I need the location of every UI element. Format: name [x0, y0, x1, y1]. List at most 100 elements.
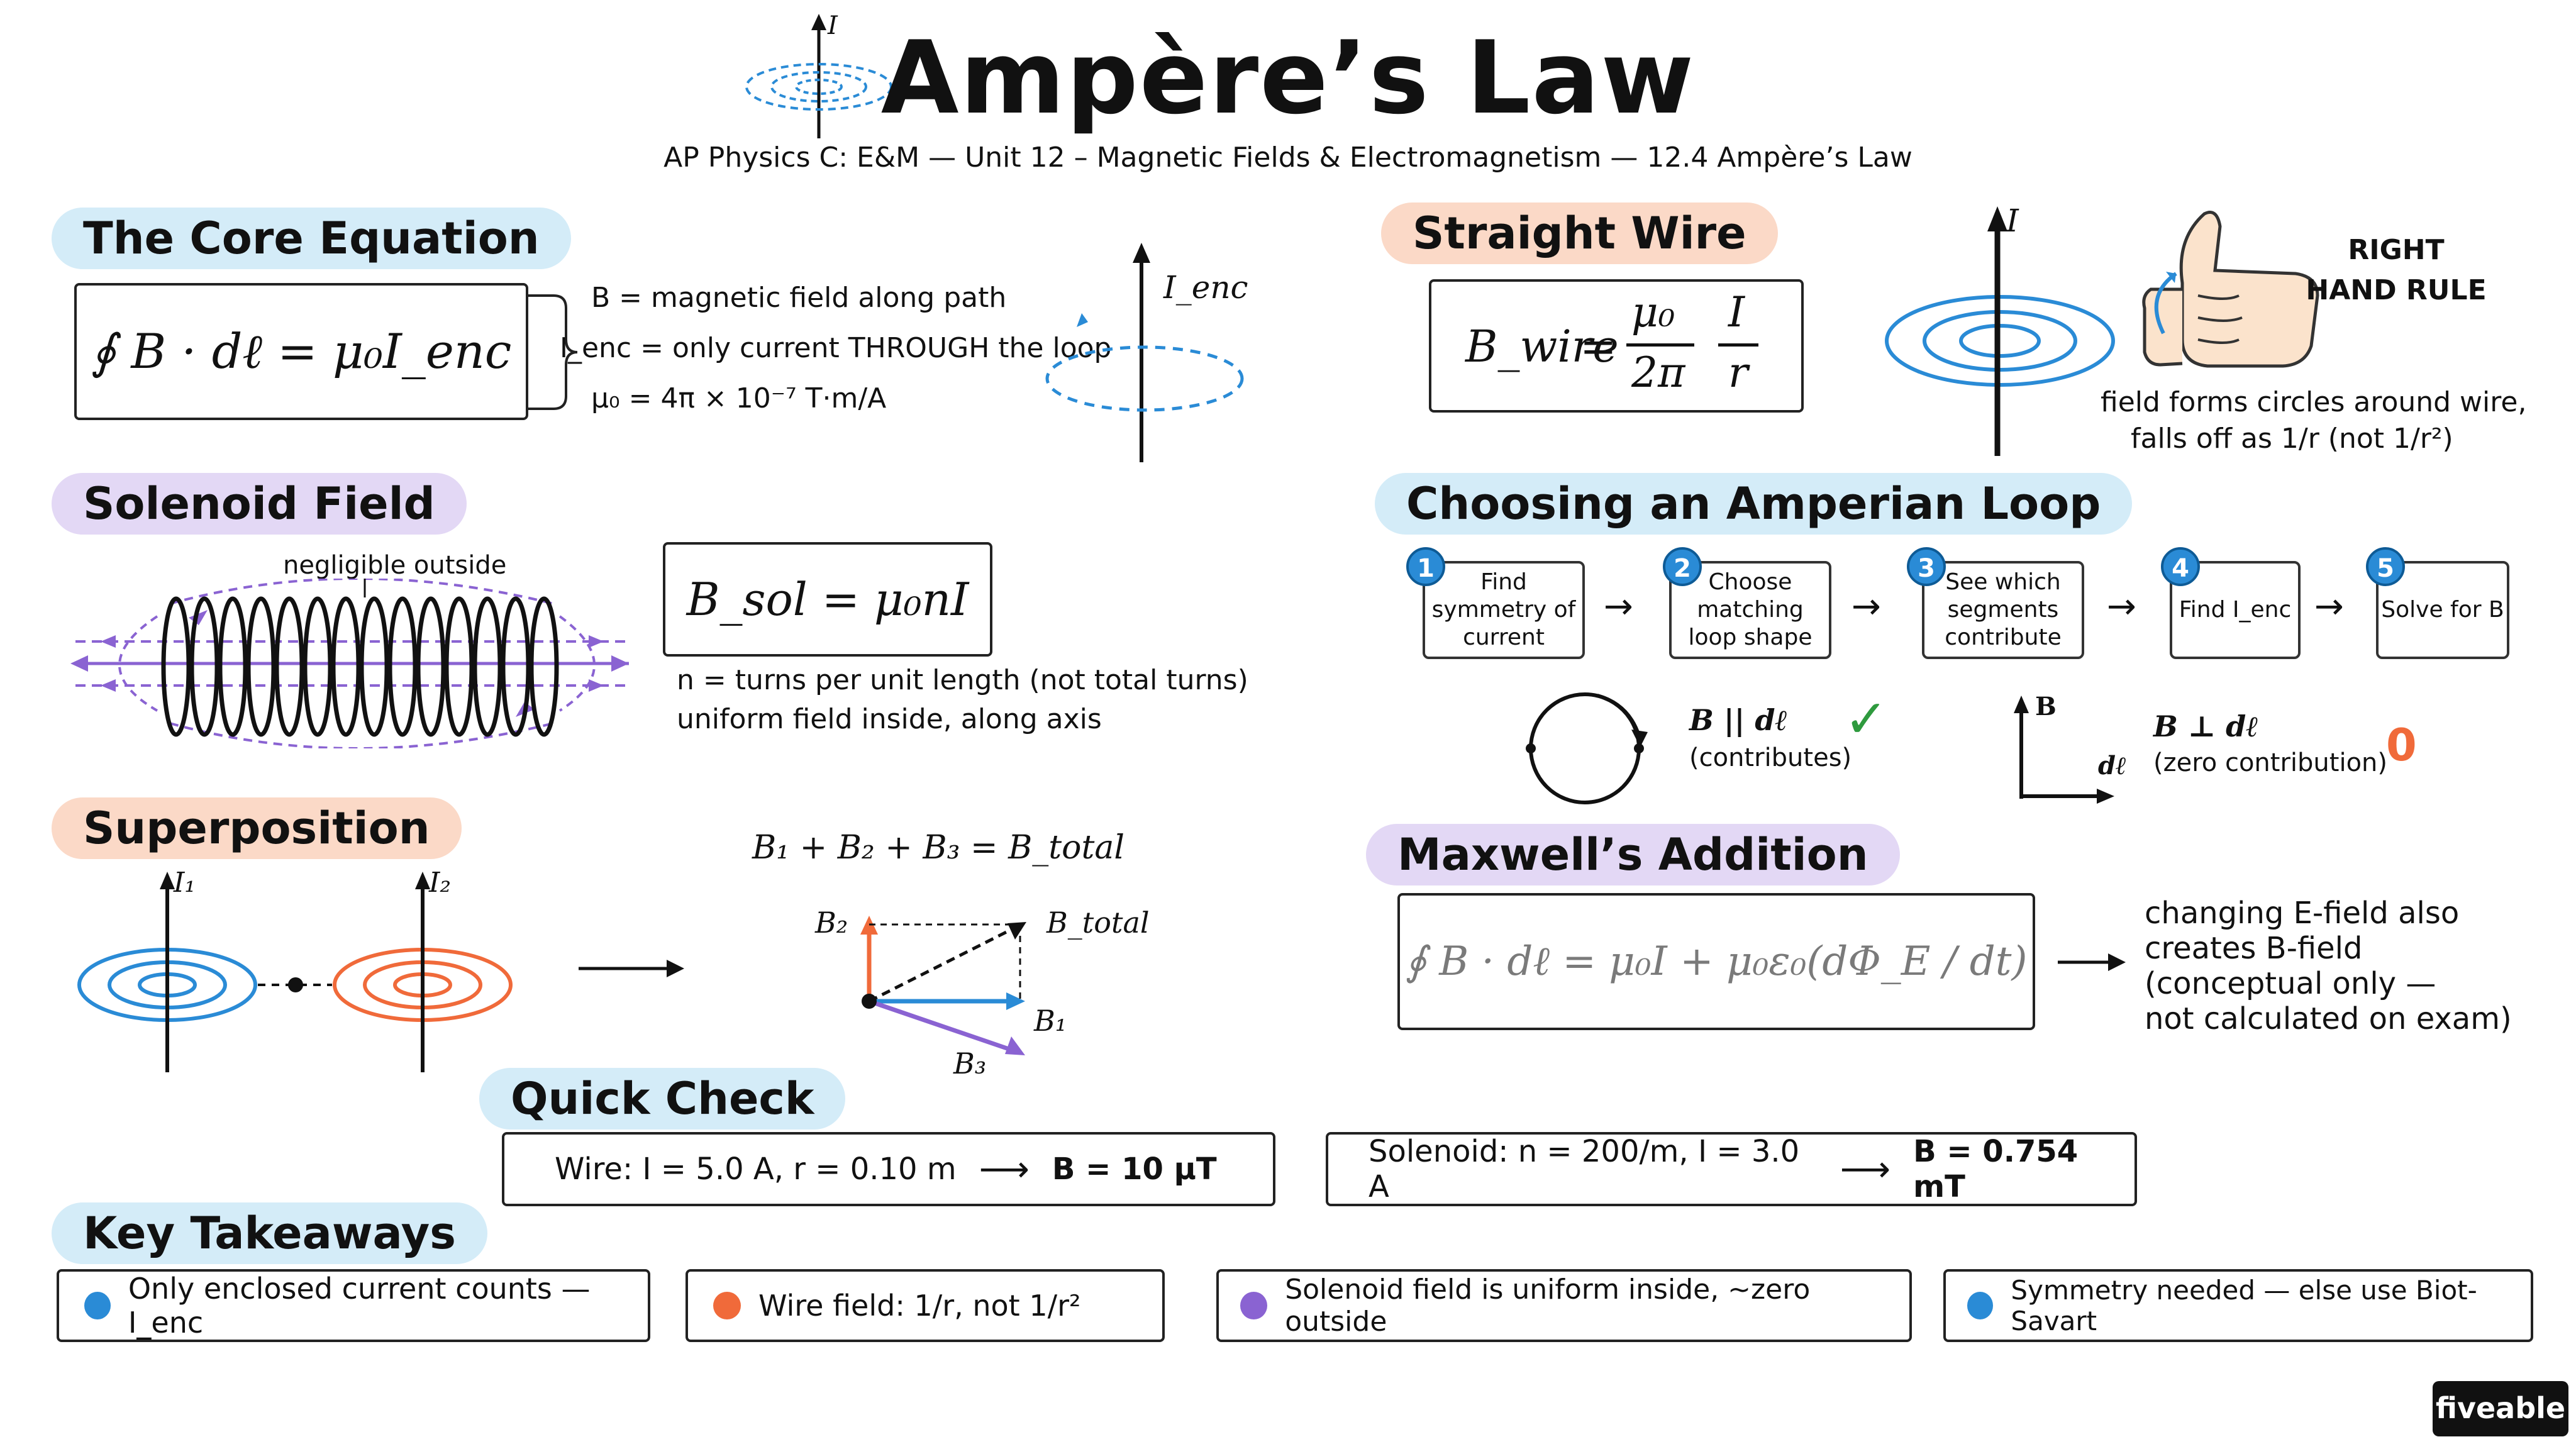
- loop-step-2-number: 2: [1663, 547, 1702, 586]
- perp-axis-b-label: B: [2035, 692, 2057, 721]
- vector-sum-diagram: [860, 916, 1026, 1055]
- solenoid-equation: B_sol = μ₀nI: [686, 573, 969, 626]
- superposition-heading: Superposition: [52, 797, 462, 859]
- vector-total-label: B_total: [1046, 906, 1150, 940]
- fiveable-logo: fiveable: [2433, 1381, 2568, 1436]
- takeaway-bullet-1: [84, 1292, 111, 1319]
- takeaway-bullet-2: [713, 1292, 741, 1319]
- maxwell-note-line4: not calculated on exam): [2145, 1001, 2512, 1036]
- vector-b2-label: B₂: [815, 906, 848, 940]
- wire-den1: 2π: [1631, 348, 1685, 397]
- wire-equals: =: [1580, 321, 1617, 372]
- page-subtitle: AP Physics C: E&M — Unit 12 – Magnetic F…: [663, 142, 1913, 174]
- superposition-equation: B₁ + B₂ + B₃ = B_total: [752, 829, 1125, 867]
- core-def-b: B = magnetic field along path: [591, 282, 1007, 314]
- wire-equation-box: B_wire = μ₀ 2π I r: [1429, 279, 1804, 413]
- zero-contribution-mark: 0: [2386, 719, 2417, 771]
- superposition-i1-label: I₁: [174, 867, 196, 899]
- quick-check-wire-given: Wire: I = 5.0 A, r = 0.10 m: [555, 1152, 957, 1187]
- perp-note: (zero contribution): [2153, 748, 2387, 777]
- thumbs-up-icon: [2142, 211, 2319, 368]
- maxwell-note-line3: (conceptual only —: [2145, 966, 2436, 1001]
- maxwell-equation-box: ∮ B · dℓ = μ₀I + μ₀ε₀(dΦ_E / dt): [1397, 893, 2035, 1030]
- ienc-loop-diagram: [1045, 243, 1244, 462]
- wire-field-diagram: [1885, 206, 2115, 456]
- takeaway-bullet-4: [1967, 1292, 1994, 1319]
- vector-b1-label: B₁: [1034, 1004, 1067, 1038]
- maxwell-note-line2: creates B-field: [2145, 931, 2363, 966]
- takeaway-item-4: Symmetry needed — else use Biot-Savart: [1943, 1269, 2533, 1342]
- ienc-diagram-label: I_enc: [1163, 269, 1248, 306]
- loop-step-1-number: 1: [1406, 547, 1445, 586]
- quick-check-wire: Wire: I = 5.0 A, r = 0.10 m ⟶ B = 10 μT: [502, 1132, 1275, 1206]
- takeaway-item-3: Solenoid field is uniform inside, ~zero …: [1216, 1269, 1912, 1342]
- takeaway-text-4: Symmetry needed — else use Biot-Savart: [2011, 1275, 2477, 1336]
- page-title: Ampère’s Law: [880, 19, 1696, 136]
- parallel-note: (contributes): [1689, 743, 1852, 772]
- wire-diagram-label: I: [2006, 203, 2019, 239]
- loop-arrow-1: →: [1604, 586, 1633, 627]
- maxwell-heading: Maxwell’s Addition: [1366, 824, 1900, 886]
- solenoid-equation-box: B_sol = μ₀nI: [663, 542, 992, 657]
- solenoid-outside-label: negligible outside: [283, 551, 507, 580]
- check-mark-icon: ✓: [1844, 688, 1889, 750]
- loop-step-5-number: 5: [2366, 547, 2405, 586]
- wire-num2: I: [1728, 288, 1745, 336]
- core-def-ienc: I_enc = only current THROUGH the loop: [560, 332, 1112, 364]
- wire-note-line1: field forms circles around wire,: [2101, 386, 2527, 418]
- ampere-header-icon: [745, 14, 892, 138]
- superposition-wires-diagram: [77, 872, 513, 1072]
- solenoid-note-line2: uniform field inside, along axis: [677, 703, 1102, 735]
- maxwell-note-line1: changing E-field also: [2145, 896, 2460, 931]
- takeaways-heading: Key Takeaways: [52, 1202, 487, 1264]
- takeaway-bullet-3: [1240, 1292, 1268, 1319]
- loop-step-3-number: 3: [1907, 547, 1946, 586]
- wire-note-line2: falls off as 1/r (not 1/r²): [2131, 423, 2453, 455]
- quick-check-wire-result: B = 10 μT: [1052, 1152, 1217, 1187]
- loop-step-1: Find symmetry of current: [1423, 561, 1585, 659]
- quick-check-solenoid-given: Solenoid: n = 200/m, I = 3.0 A: [1368, 1134, 1800, 1204]
- takeaway-item-2: Wire field: 1/r, not 1/r²: [686, 1269, 1165, 1342]
- parallel-label: B || dℓ: [1689, 703, 1788, 737]
- core-equation: ∮ B · dℓ = μ₀I_enc: [91, 323, 512, 379]
- maxwell-arrow: [2058, 953, 2126, 971]
- perpendicular-axes-diagram: [2014, 696, 2114, 804]
- takeaway-text-2: Wire field: 1/r, not 1/r²: [758, 1289, 1081, 1323]
- core-brace: [528, 294, 578, 410]
- perp-label: B ⊥ dℓ: [2153, 709, 2258, 743]
- maxwell-equation: ∮ B · dℓ = μ₀I + μ₀ε₀(dΦ_E / dt): [1405, 938, 2028, 985]
- wire-frac-bar2: [1718, 343, 1758, 347]
- superposition-i2-label: I₂: [429, 867, 452, 899]
- quick-check-solenoid-result: B = 0.754 mT: [1913, 1134, 2079, 1204]
- quick-check-heading: Quick Check: [479, 1068, 846, 1130]
- takeaway-text-1: Only enclosed current counts — I_enc: [128, 1272, 591, 1340]
- loop-step-4-number: 4: [2161, 547, 2200, 586]
- quick-check-wire-arrow: ⟶: [979, 1148, 1030, 1190]
- parallel-loop-diagram: [1526, 692, 1648, 804]
- rhr-label: RIGHT HAND RULE: [2306, 234, 2487, 306]
- loop-heading: Choosing an Amperian Loop: [1375, 473, 2133, 535]
- quick-check-solenoid: Solenoid: n = 200/m, I = 3.0 A ⟶ B = 0.7…: [1326, 1132, 2137, 1206]
- solenoid-heading: Solenoid Field: [52, 473, 467, 535]
- solenoid-diagram: [70, 579, 629, 748]
- core-def-mu: μ₀ = 4π × 10⁻⁷ T·m/A: [591, 382, 887, 414]
- wire-den2: r: [1728, 348, 1748, 397]
- wire-frac-bar1: [1626, 343, 1694, 347]
- core-equation-box: ∮ B · dℓ = μ₀I_enc: [74, 283, 528, 420]
- takeaway-item-1: Only enclosed current counts — I_enc: [57, 1269, 650, 1342]
- solenoid-note-line1: n = turns per unit length (not total tur…: [677, 664, 1248, 696]
- loop-arrow-3: →: [2107, 586, 2136, 627]
- perp-axis-dl-label: dℓ: [2098, 751, 2127, 780]
- core-heading: The Core Equation: [52, 208, 571, 269]
- superposition-arrow: [579, 960, 684, 977]
- quick-check-solenoid-arrow: ⟶: [1840, 1148, 1891, 1190]
- vector-b3-label: B₃: [953, 1046, 987, 1080]
- takeaway-text-3: Solenoid field is uniform inside, ~zero …: [1285, 1274, 1811, 1338]
- loop-step-3: See which segments contribute: [1922, 561, 2084, 659]
- header-icon-label: I: [828, 11, 838, 40]
- wire-heading: Straight Wire: [1381, 203, 1778, 264]
- wire-equation-lhs: B_wire: [1465, 321, 1619, 372]
- wire-num1: μ₀: [1631, 288, 1675, 336]
- loop-arrow-2: →: [1852, 586, 1881, 627]
- loop-arrow-4: →: [2314, 586, 2344, 627]
